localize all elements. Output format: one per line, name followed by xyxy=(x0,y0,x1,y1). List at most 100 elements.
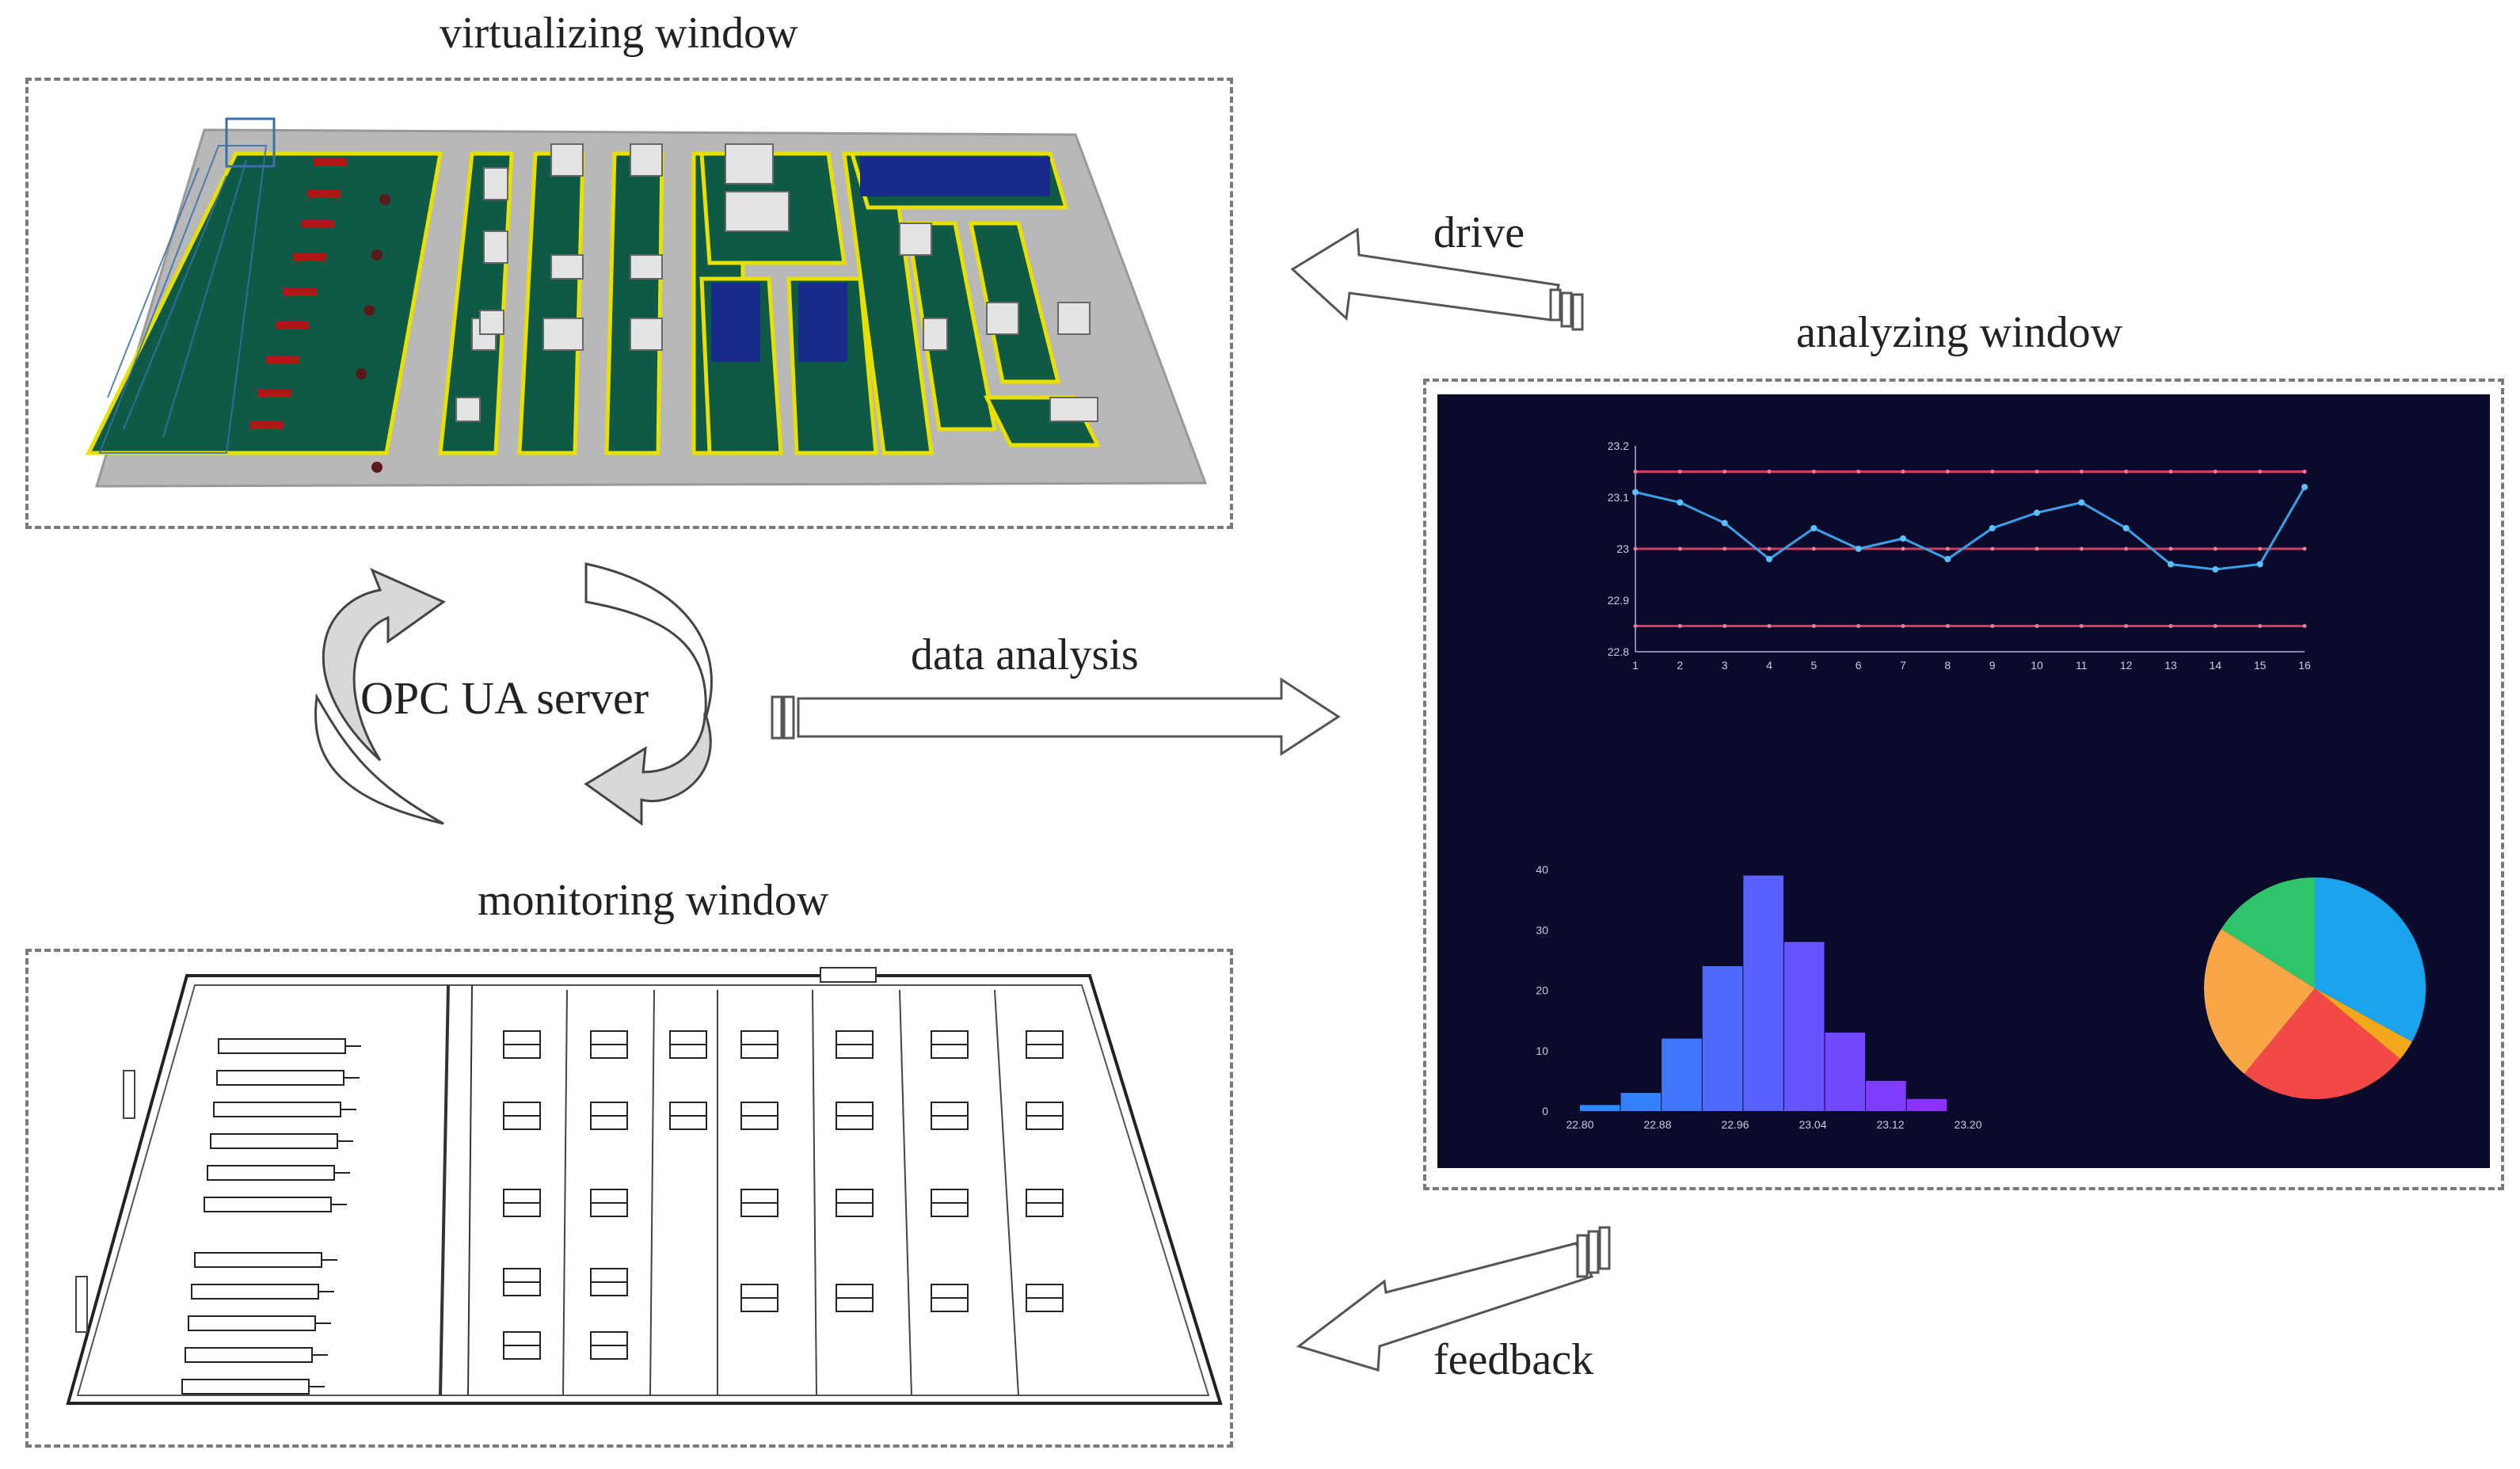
control-line-marker xyxy=(1677,470,1682,474)
line-chart-ytick-label: 23.1 xyxy=(1608,491,1629,504)
control-line-marker xyxy=(2079,624,2084,628)
histogram-xtick-label: 23.04 xyxy=(1799,1118,1826,1131)
histogram-bar xyxy=(1783,942,1825,1111)
virtualizing-window-title: virtualizing window xyxy=(440,9,798,58)
histogram-xtick-label: 22.88 xyxy=(1643,1118,1671,1131)
data-analysis-arrow xyxy=(771,677,1341,756)
control-line-marker xyxy=(1811,470,1816,474)
control-line-marker xyxy=(2035,470,2039,474)
control-line-marker xyxy=(1723,546,1727,551)
control-line-marker xyxy=(2079,470,2084,474)
control-line-marker xyxy=(1945,470,1950,474)
control-line-marker xyxy=(2258,546,2263,551)
line-chart-point xyxy=(1721,519,1728,527)
line-chart-point xyxy=(2122,525,2130,531)
line-chart-xtick-label: 2 xyxy=(1677,659,1683,672)
monitoring-window-title: monitoring window xyxy=(478,876,829,925)
control-line-marker xyxy=(1767,624,1772,628)
control-line-marker xyxy=(2258,624,2263,628)
histogram-ytick-label: 40 xyxy=(1536,863,1548,876)
line-chart-series xyxy=(1635,486,2306,571)
control-line-marker xyxy=(2213,546,2217,551)
control-line-marker xyxy=(2258,470,2263,474)
line-chart-point xyxy=(1632,489,1639,496)
histogram-ytick-label: 10 xyxy=(1536,1045,1548,1057)
histogram-bar xyxy=(1743,875,1783,1111)
line-chart-xtick-label: 7 xyxy=(1900,659,1906,672)
histogram-xtick-label: 22.96 xyxy=(1721,1118,1749,1131)
line-chart-point xyxy=(1989,525,1996,531)
line-chart-xtick-label: 16 xyxy=(2298,659,2311,672)
line-chart-ytick-label: 23.2 xyxy=(1608,440,1629,452)
control-line-marker xyxy=(2213,470,2217,474)
histogram-bar xyxy=(1866,1080,1906,1111)
line-chart-xtick-label: 6 xyxy=(1856,659,1862,672)
line-chart-xtick-label: 3 xyxy=(1722,659,1728,672)
opc-ua-server-label: OPC UA server xyxy=(360,672,649,724)
line-chart-xtick-label: 15 xyxy=(2254,659,2267,672)
line-chart-point xyxy=(2256,561,2263,568)
control-line-marker xyxy=(1901,546,1905,551)
line-chart-point xyxy=(2168,561,2174,568)
control-line-marker xyxy=(2168,470,2173,474)
factory-3d-view xyxy=(85,117,1208,488)
histogram-bar xyxy=(1662,1038,1702,1111)
line-chart-xtick-label: 9 xyxy=(1989,659,1996,672)
control-line-marker xyxy=(1901,470,1905,474)
control-line-marker xyxy=(1856,470,1861,474)
line-chart-point xyxy=(1855,546,1862,552)
control-line-marker xyxy=(2302,470,2307,474)
control-line-marker xyxy=(1901,624,1905,628)
line-chart-xtick-label: 13 xyxy=(2164,659,2177,672)
control-line-marker xyxy=(1723,470,1727,474)
histogram-ytick-label: 30 xyxy=(1536,923,1548,936)
monitoring-window-panel xyxy=(25,949,1233,1448)
line-chart-xtick-label: 4 xyxy=(1766,659,1772,672)
histogram-xtick-label: 23.12 xyxy=(1876,1118,1904,1131)
virtualizing-window-panel xyxy=(25,78,1233,529)
histogram-bar xyxy=(1825,1032,1866,1111)
control-line-marker xyxy=(2035,546,2039,551)
feedback-label: feedback xyxy=(1433,1335,1594,1384)
control-line-marker xyxy=(2124,470,2129,474)
histogram-bar xyxy=(1702,966,1743,1111)
analyzing-window-title: analyzing window xyxy=(1796,308,2123,357)
line-chart-ytick-label: 23 xyxy=(1616,542,1629,555)
control-line-marker xyxy=(1677,624,1682,628)
line-chart-xtick-label: 1 xyxy=(1632,659,1639,672)
control-line-marker xyxy=(1811,624,1816,628)
control-line-marker xyxy=(1945,546,1950,551)
control-line-marker xyxy=(1723,624,1727,628)
control-line-marker xyxy=(1677,546,1682,551)
line-chart-point xyxy=(2301,484,2308,490)
control-line-marker xyxy=(1990,470,1995,474)
control-line-marker xyxy=(1811,546,1816,551)
line-chart-point xyxy=(2078,499,2085,506)
histogram-bar xyxy=(1580,1105,1620,1111)
histogram-bar xyxy=(1620,1093,1662,1111)
line-chart-ytick-label: 22.8 xyxy=(1608,645,1629,658)
control-line-marker xyxy=(1767,470,1772,474)
control-line-marker xyxy=(1990,624,1995,628)
line-chart-point xyxy=(1900,535,1906,542)
control-line-marker xyxy=(1633,546,1638,551)
line-chart-xtick-label: 12 xyxy=(2120,659,2133,672)
line-chart-point xyxy=(2034,509,2040,516)
line-chart-xtick-label: 8 xyxy=(1944,659,1951,672)
line-chart-xtick-label: 10 xyxy=(2031,659,2043,672)
control-line-marker xyxy=(2079,546,2084,551)
pie-slice xyxy=(2315,877,2426,1042)
pie-slice xyxy=(2204,928,2315,1074)
pie-slice xyxy=(2315,988,2412,1060)
data-analysis-label: data analysis xyxy=(911,630,1139,679)
line-chart-xtick-label: 14 xyxy=(2210,659,2222,672)
control-line-marker xyxy=(1767,546,1772,551)
control-line-marker xyxy=(1633,624,1638,628)
histogram-bar xyxy=(1906,1098,1947,1111)
control-line-marker xyxy=(2213,624,2217,628)
control-line-marker xyxy=(1945,624,1950,628)
line-chart-point xyxy=(1810,525,1818,531)
